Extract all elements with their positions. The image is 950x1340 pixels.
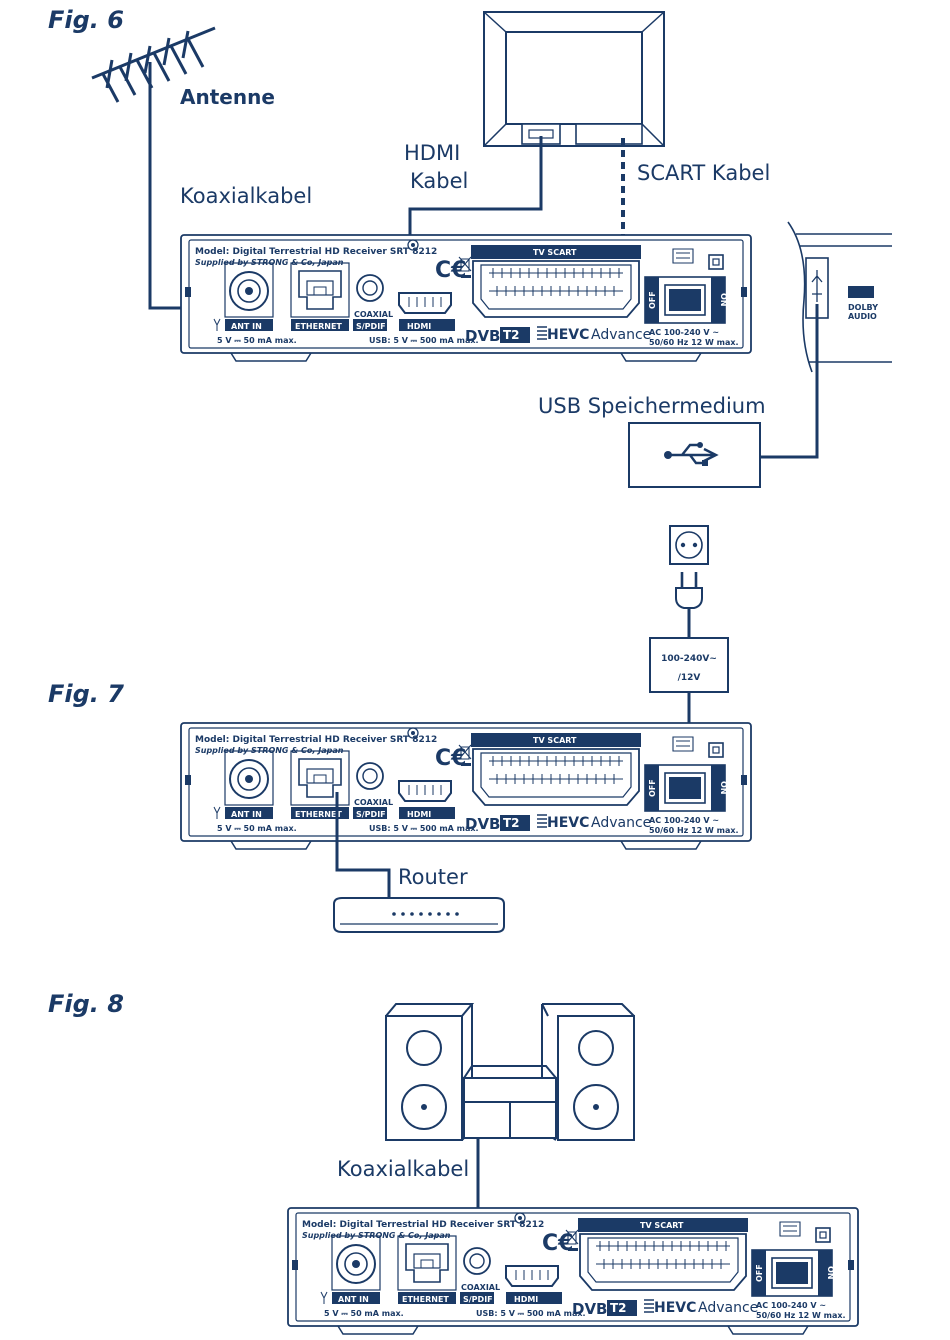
svg-text:Advance: Advance <box>698 1300 758 1316</box>
receiver-fig7: Model: Digital Terrestrial HD Receiver S… <box>180 722 752 850</box>
svg-text:S/PDIF: S/PDIF <box>356 810 386 819</box>
svg-text:USB: 5 V ⎓ 500 mA max.: USB: 5 V ⎓ 500 mA max. <box>369 824 479 833</box>
svg-text:DVB: DVB <box>465 327 501 345</box>
antenne-label: Antenne <box>180 85 275 109</box>
svg-text:ON: ON <box>719 781 728 795</box>
svg-text:S/PDIF: S/PDIF <box>356 322 386 331</box>
svg-text:T2: T2 <box>610 1301 627 1315</box>
dolby-line1: DOLBY <box>848 303 878 312</box>
svg-text:T2: T2 <box>503 328 520 342</box>
svg-text:COAXIAL: COAXIAL <box>354 798 393 807</box>
svg-text:ANT IN: ANT IN <box>338 1295 369 1304</box>
usb-storage-icon <box>628 422 761 488</box>
tv-icon <box>483 11 665 147</box>
receiver-fig8: Model: Digital Terrestrial HD Receiver S… <box>287 1207 859 1335</box>
svg-text:ON: ON <box>826 1266 835 1280</box>
svg-text:ETHERNET: ETHERNET <box>402 1295 449 1304</box>
svg-text:5 V ⎓ 50 mA max.: 5 V ⎓ 50 mA max. <box>217 824 297 833</box>
svg-text:5 V ⎓ 50 mA max.: 5 V ⎓ 50 mA max. <box>217 336 297 345</box>
svg-text:COAXIAL: COAXIAL <box>461 1283 500 1292</box>
svg-text:ETHERNET: ETHERNET <box>295 322 342 331</box>
svg-text:AC 100-240 V ~: AC 100-240 V ~ <box>649 328 719 337</box>
power-plug-icon <box>675 572 703 638</box>
hdmi-label-line1: HDMI <box>404 141 460 165</box>
svg-text:USB: 5 V ⎓ 500 mA max.: USB: 5 V ⎓ 500 mA max. <box>476 1309 586 1318</box>
fig7-title: Fig. 7 <box>48 680 124 708</box>
svg-text:DVB: DVB <box>572 1300 608 1318</box>
hdmi-label-line2: Kabel <box>410 169 468 193</box>
svg-text:OFF: OFF <box>648 779 657 797</box>
svg-text:HDMI: HDMI <box>407 322 431 331</box>
svg-text:Advance: Advance <box>591 327 651 343</box>
svg-text:ON: ON <box>719 293 728 307</box>
koaxialkabel-label-fig8: Koaxialkabel <box>337 1157 469 1181</box>
svg-text:ETHERNET: ETHERNET <box>295 810 342 819</box>
koaxialkabel-label: Koaxialkabel <box>180 184 312 208</box>
usb-cable <box>760 304 819 459</box>
usb-speichermedium-label: USB Speichermedium <box>538 394 766 418</box>
receiver-fig6: Model: Digital Terrestrial HD Receiver S… <box>180 234 752 362</box>
fig8-title: Fig. 8 <box>48 990 124 1018</box>
svg-text:5 V ⎓ 50 mA max.: 5 V ⎓ 50 mA max. <box>324 1309 404 1318</box>
svg-text:ANT IN: ANT IN <box>231 810 262 819</box>
svg-text:50/60 Hz 12 W max.: 50/60 Hz 12 W max. <box>756 1311 846 1320</box>
svg-text:HEVC: HEVC <box>654 1300 696 1316</box>
wall-socket-icon <box>669 525 709 565</box>
svg-text:AC 100-240 V ~: AC 100-240 V ~ <box>756 1301 826 1310</box>
svg-text:Supplied by STRONG & Co, Japan: Supplied by STRONG & Co, Japan <box>302 1231 451 1240</box>
svg-text:S/PDIF: S/PDIF <box>463 1295 493 1304</box>
fig6-title: Fig. 6 <box>48 6 124 34</box>
svg-text:HDMI: HDMI <box>514 1295 538 1304</box>
svg-text:Supplied by STRONG & Co, Japan: Supplied by STRONG & Co, Japan <box>195 746 344 755</box>
svg-text:Model: Digital Terrestrial HD: Model: Digital Terrestrial HD Receiver S… <box>195 735 437 745</box>
svg-text:TV SCART: TV SCART <box>533 248 577 257</box>
svg-text:TV SCART: TV SCART <box>533 736 577 745</box>
dolby-line2: AUDIO <box>848 312 877 321</box>
svg-text:HEVC: HEVC <box>547 327 589 343</box>
svg-text:50/60 Hz 12 W max.: 50/60 Hz 12 W max. <box>649 338 739 347</box>
svg-text:COAXIAL: COAXIAL <box>354 310 393 319</box>
svg-text:ANT IN: ANT IN <box>231 322 262 331</box>
svg-text:Advance: Advance <box>591 815 651 831</box>
svg-text:HEVC: HEVC <box>547 815 589 831</box>
receiver-side-view: DOLBY AUDIO <box>787 221 892 373</box>
scart-kabel-label: SCART Kabel <box>637 161 770 185</box>
router-label: Router <box>398 865 468 889</box>
router-icon <box>333 897 505 933</box>
svg-text:T2: T2 <box>503 816 520 830</box>
ethernet-cable <box>335 792 391 898</box>
svg-text:50/60 Hz 12 W max.: 50/60 Hz 12 W max. <box>649 826 739 835</box>
svg-text:TV SCART: TV SCART <box>640 1221 684 1230</box>
antenna-icon <box>91 26 216 103</box>
svg-text:OFF: OFF <box>648 291 657 309</box>
svg-text:USB: 5 V ⎓ 500 mA max.: USB: 5 V ⎓ 500 mA max. <box>369 336 479 345</box>
svg-text:Model: Digital Terrestrial HD: Model: Digital Terrestrial HD Receiver S… <box>195 247 437 257</box>
power-adapter-box: 100-240V~ /12V <box>649 637 729 693</box>
svg-text:OFF: OFF <box>755 1264 764 1282</box>
svg-text:HDMI: HDMI <box>407 810 431 819</box>
svg-text:AC 100-240 V ~: AC 100-240 V ~ <box>649 816 719 825</box>
svg-text:DVB: DVB <box>465 815 501 833</box>
hifi-system-icon <box>385 1003 635 1141</box>
svg-text:100-240V~: 100-240V~ <box>661 654 717 664</box>
svg-text:/12V: /12V <box>678 673 701 683</box>
svg-text:Supplied by STRONG & Co, Japan: Supplied by STRONG & Co, Japan <box>195 258 344 267</box>
svg-text:Model: Digital Terrestrial HD: Model: Digital Terrestrial HD Receiver S… <box>302 1220 544 1230</box>
